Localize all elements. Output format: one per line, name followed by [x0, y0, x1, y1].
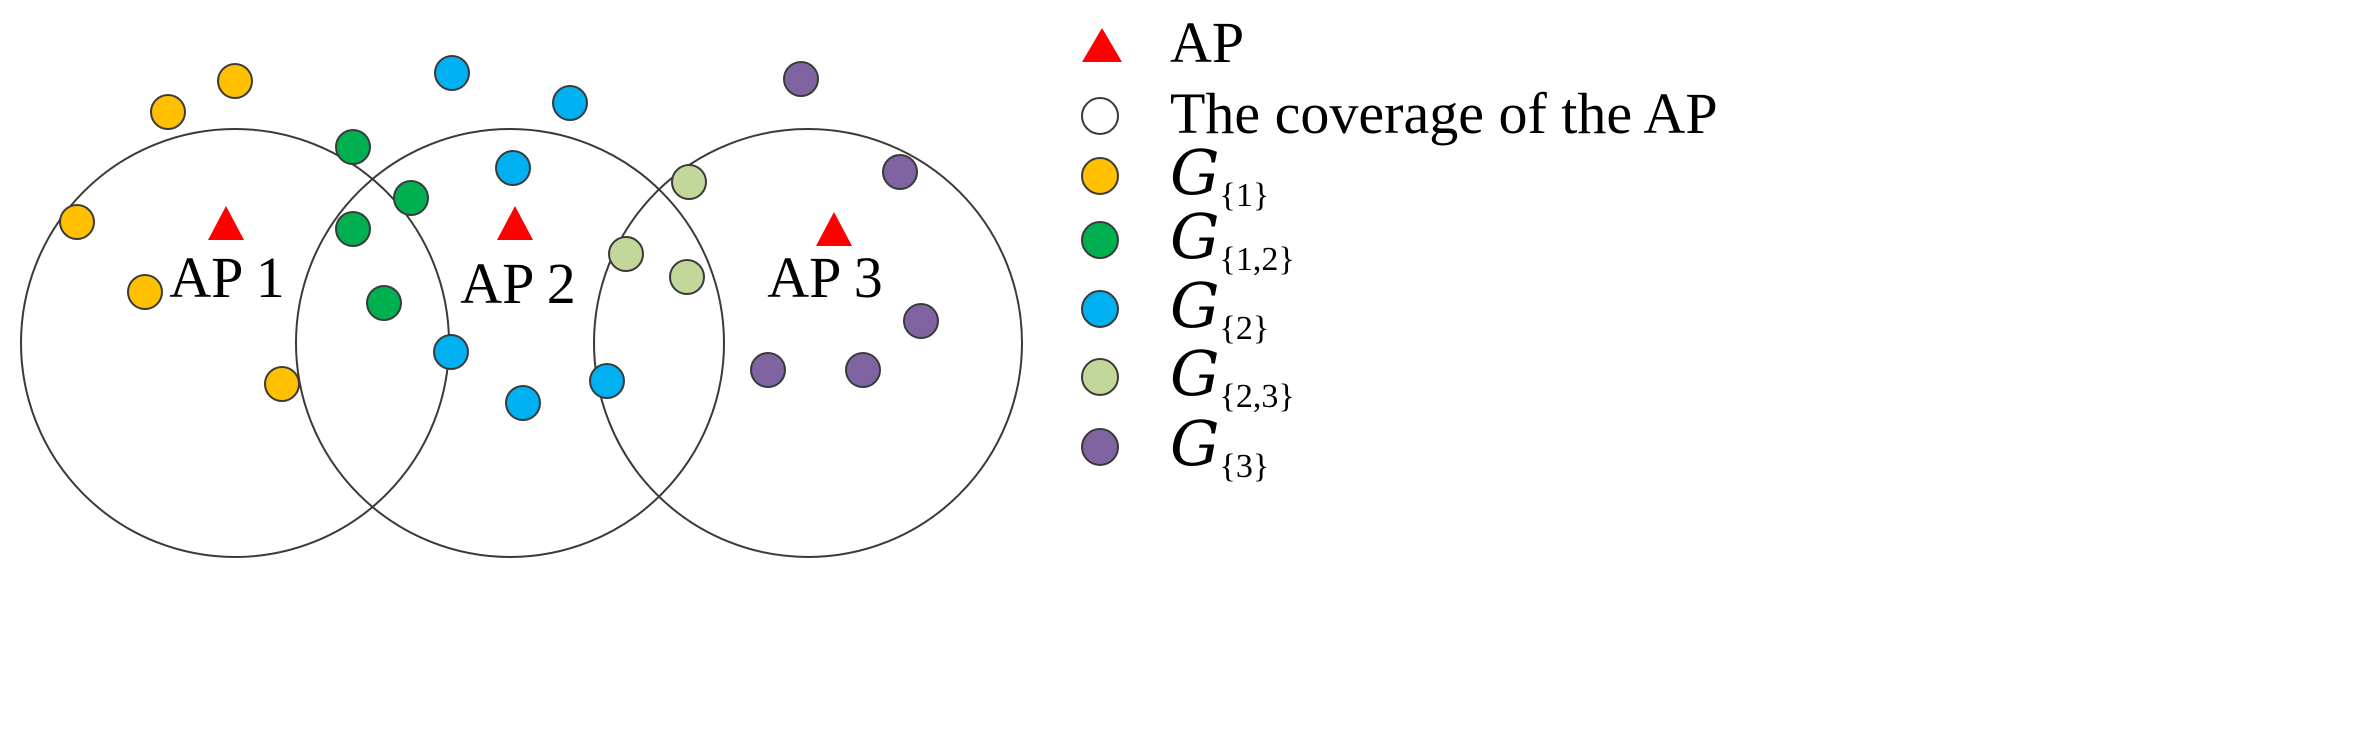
legend-label-g23: G{2,3}	[1170, 337, 1295, 415]
legend-g3-circle-icon	[1081, 428, 1119, 466]
legend-g23-symbol: G	[1170, 337, 1220, 410]
user-node-g2	[589, 363, 625, 399]
user-node-g2	[552, 85, 588, 121]
legend-g1-symbol: G	[1170, 136, 1220, 209]
user-node-g1	[59, 204, 95, 240]
user-node-g2	[505, 385, 541, 421]
legend-g2-circle-icon	[1081, 290, 1119, 328]
access-points: AP 1 AP 2 AP 3	[169, 206, 883, 316]
legend-label-ap: AP	[1170, 10, 1244, 75]
user-node-g1	[127, 274, 163, 310]
legend-g1-subscript: {1}	[1220, 177, 1270, 214]
user-node-g1	[217, 63, 253, 99]
legend-g3-symbol: G	[1170, 407, 1220, 480]
legend-label-g2: G{2}	[1170, 269, 1269, 347]
coverage-circle-ap2	[295, 128, 725, 558]
user-node-g3	[903, 303, 939, 339]
user-node-g3	[882, 154, 918, 190]
user-node-g1	[150, 94, 186, 130]
legend-g12-circle-icon	[1081, 221, 1119, 259]
user-node-g23	[671, 164, 707, 200]
legend-label-coverage: The coverage of the AP	[1170, 81, 1718, 146]
legend-label-g12: G{1,2}	[1170, 200, 1295, 278]
user-node-g12	[393, 180, 429, 216]
coverage-circle-ap1	[20, 128, 450, 558]
ap2-triangle-icon	[497, 206, 533, 240]
user-nodes	[59, 55, 939, 421]
user-node-g12	[335, 129, 371, 165]
user-node-g1	[264, 366, 300, 402]
user-node-g23	[608, 236, 644, 272]
user-node-g2	[495, 150, 531, 186]
legend-g1-circle-icon	[1081, 157, 1119, 195]
user-node-g2	[434, 55, 470, 91]
user-node-g23	[669, 259, 705, 295]
user-node-g3	[783, 61, 819, 97]
legend-g12-symbol: G	[1170, 200, 1220, 273]
legend-g12-subscript: {1,2}	[1220, 241, 1295, 278]
ap3-label: AP 3	[767, 245, 883, 310]
user-node-g3	[750, 352, 786, 388]
ap3-triangle-icon	[816, 212, 852, 246]
legend-ap-triangle-icon	[1082, 28, 1122, 62]
user-node-g3	[845, 352, 881, 388]
legend: AP The coverage of the AP G{1} G{1,2} G{…	[1081, 10, 1718, 485]
user-node-g12	[366, 285, 402, 321]
user-node-g12	[335, 211, 371, 247]
ap1-label: AP 1	[169, 245, 285, 310]
legend-g2-subscript: {2}	[1220, 310, 1270, 347]
legend-g23-subscript: {2,3}	[1220, 378, 1295, 415]
legend-label-g1: G{1}	[1170, 136, 1269, 214]
user-node-g2	[433, 334, 469, 370]
coverage-areas	[20, 128, 1023, 558]
legend-coverage-circle-icon	[1081, 97, 1119, 135]
legend-label-g3: G{3}	[1170, 407, 1269, 485]
legend-g3-subscript: {3}	[1220, 448, 1270, 485]
legend-g23-circle-icon	[1081, 358, 1119, 396]
ap1-triangle-icon	[208, 206, 244, 240]
legend-g2-symbol: G	[1170, 269, 1220, 342]
coverage-circle-ap3	[593, 128, 1023, 558]
ap2-label: AP 2	[460, 251, 576, 316]
